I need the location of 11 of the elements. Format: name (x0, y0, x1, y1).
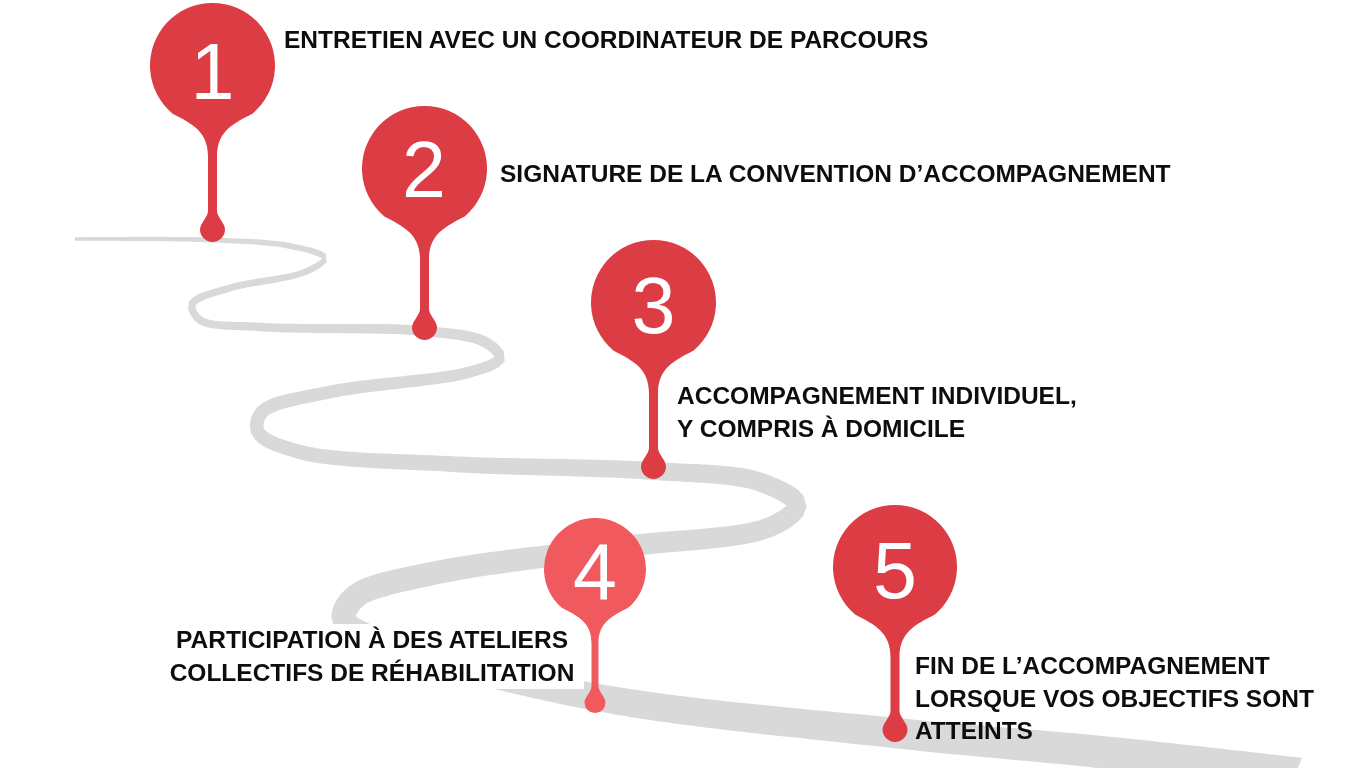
step-number: 5 (873, 530, 917, 610)
step-number: 1 (190, 31, 235, 110)
step-number: 2 (402, 129, 446, 209)
step-description: ENTRETIEN AVEC UN COORDINATEUR DE PARCOURS (284, 25, 930, 55)
step-description: ACCOMPAGNEMENT INDIVIDUEL, Y COMPRIS À DOMICILE (677, 381, 1078, 444)
step-number: 3 (631, 265, 676, 345)
map-pin (361, 105, 487, 340)
step-number: 4 (573, 531, 617, 611)
step-description: FIN DE L’ACCOMPAGNEMENT LORSQUE VOS OBJECTIFS SONT ATTEINTS (915, 651, 1315, 746)
map-pin (150, 3, 275, 242)
step-description: SIGNATURE DE LA CONVENTION D’ACCOMPAGNEMENT (500, 159, 1172, 189)
